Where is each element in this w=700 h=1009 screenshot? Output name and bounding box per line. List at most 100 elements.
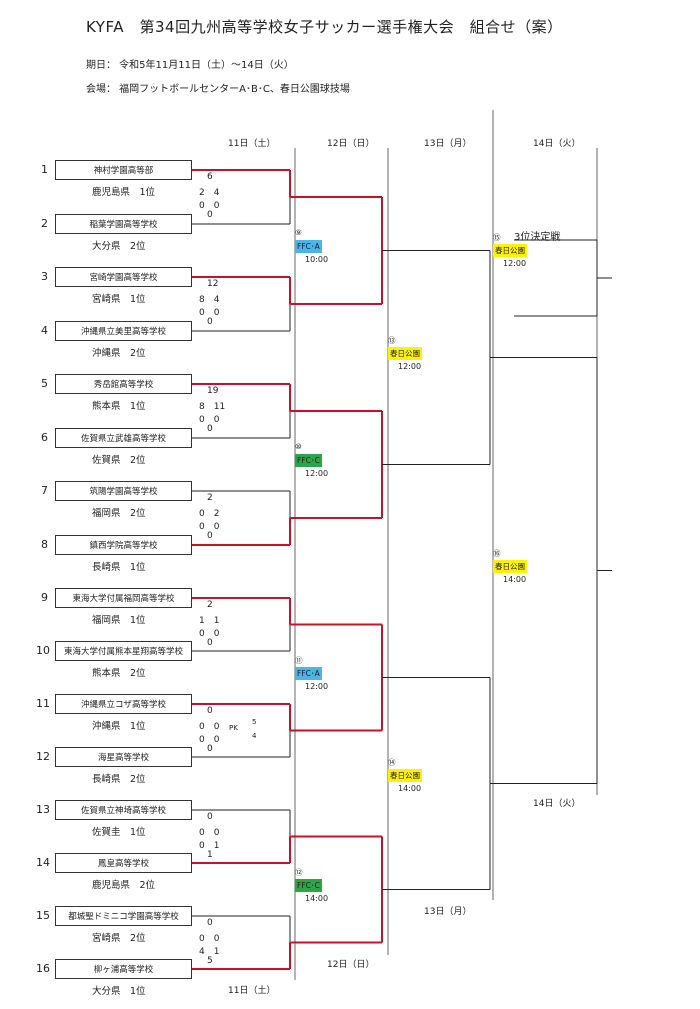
match-number: ⑫ <box>295 868 303 877</box>
match-number: ⑬ <box>388 336 396 345</box>
team-prefecture-rank: 長崎県 2位 <box>92 774 146 785</box>
score-bottom: 1 <box>207 850 213 860</box>
score-top: 2 <box>207 493 213 503</box>
team-number: 3 <box>41 270 48 283</box>
score-bottom: 0 <box>207 424 213 434</box>
day-label-14-bottom: 14日（火） <box>533 799 581 809</box>
team-prefecture-rank: 宮崎県 2位 <box>92 933 146 944</box>
score-h1: 0 0 <box>199 722 220 732</box>
score-top: 19 <box>207 386 219 396</box>
team-number: 12 <box>36 750 50 763</box>
score-top: 0 <box>207 706 213 716</box>
score-h2: 0 0 <box>199 629 220 639</box>
match-time: 12:00 <box>305 469 329 478</box>
match-time: 12:00 <box>305 682 329 691</box>
team-prefecture-rank: 福岡県 1位 <box>92 615 146 626</box>
score-h1: 8 4 <box>199 295 220 305</box>
score-top: 6 <box>207 172 213 182</box>
team-name-box: 秀岳館高等学校 <box>55 374 192 394</box>
match-number: ⑮ <box>493 233 501 242</box>
team-number: 8 <box>41 538 48 551</box>
score-bottom: 5 <box>207 956 213 966</box>
period-text: 期日： 令和5年11月11日（土）～14日（火） <box>86 60 294 71</box>
score-h2: 0 0 <box>199 415 220 425</box>
team-number: 2 <box>41 217 48 230</box>
day-label-11-bottom: 11日（土） <box>228 986 276 996</box>
team-number: 9 <box>41 591 48 604</box>
match-venue-tag: 春日公園 <box>493 560 527 573</box>
match-time: 14:00 <box>503 575 527 584</box>
match-venue-tag: FFC･A <box>295 667 322 680</box>
team-number: 7 <box>41 484 48 497</box>
team-prefecture-rank: 佐賀県 2位 <box>92 455 146 466</box>
match-venue-tag: 春日公園 <box>493 244 527 257</box>
score-bottom: 0 <box>207 531 213 541</box>
team-prefecture-rank: 鹿児島県 2位 <box>92 880 156 891</box>
pk-label: PK <box>229 724 238 732</box>
match-venue-tag: FFC･C <box>295 454 322 467</box>
team-prefecture-rank: 長崎県 1位 <box>92 562 146 573</box>
day-label-12-top: 12日（日） <box>327 139 375 149</box>
team-number: 4 <box>41 324 48 337</box>
team-number: 16 <box>36 962 50 975</box>
document-title: KYFA 第34回九州高等学校女子サッカー選手権大会 組合せ（案） <box>86 18 563 36</box>
team-name-box: 神村学園高等部 <box>55 160 192 180</box>
match-number: ⑪ <box>295 656 303 665</box>
score-top: 0 <box>207 918 213 928</box>
score-h2: 0 0 <box>199 201 220 211</box>
team-name-box: 宮崎学園高等学校 <box>55 267 192 287</box>
team-number: 1 <box>41 163 48 176</box>
team-prefecture-rank: 大分県 2位 <box>92 241 146 252</box>
match-time: 12:00 <box>503 259 527 268</box>
score-top: 12 <box>207 279 219 289</box>
day-label-13-bottom: 13日（月） <box>424 907 472 917</box>
match-venue-tag: FFC･A <box>295 240 322 253</box>
score-h2: 0 0 <box>199 522 220 532</box>
team-name-box: 鎮西学院高等学校 <box>55 535 192 555</box>
match-number: ⑯ <box>493 549 501 558</box>
team-prefecture-rank: 佐賀圭 1位 <box>92 827 146 838</box>
score-h1: 0 0 <box>199 828 220 838</box>
score-bottom: 0 <box>207 638 213 648</box>
team-prefecture-rank: 沖縄県 1位 <box>92 721 146 732</box>
team-name-box: 沖縄県立コザ高等学校 <box>55 694 192 714</box>
match-number: ⑩ <box>295 442 302 451</box>
team-name-box: 筑陽学園高等学校 <box>55 481 192 501</box>
team-prefecture-rank: 熊本県 2位 <box>92 668 146 679</box>
match-time: 12:00 <box>398 362 422 371</box>
team-name-box: 佐賀県立武雄高等学校 <box>55 428 192 448</box>
team-name-box: 稲葉学園高等学校 <box>55 214 192 234</box>
team-name-box: 都城聖ドミニコ学園高等学校 <box>55 906 192 926</box>
team-name-box: 東海大学付属福岡高等学校 <box>55 588 192 608</box>
match-number: ⑭ <box>388 758 396 767</box>
team-number: 11 <box>36 697 50 710</box>
score-bottom: 0 <box>207 317 213 327</box>
team-number: 5 <box>41 377 48 390</box>
team-name-box: 海星高等学校 <box>55 747 192 767</box>
match-venue-tag: FFC･C <box>295 879 322 892</box>
match-time: 14:00 <box>305 894 329 903</box>
day-label-14-top: 14日（火） <box>533 139 581 149</box>
team-number: 13 <box>36 803 50 816</box>
score-h1: 0 0 <box>199 934 220 944</box>
match-venue-tag: 春日公園 <box>388 347 422 360</box>
third-place-label: 3位決定戦 <box>514 232 561 243</box>
score-top: 2 <box>207 600 213 610</box>
team-number: 6 <box>41 431 48 444</box>
team-name-box: 沖縄県立美里高等学校 <box>55 321 192 341</box>
score-h1: 2 4 <box>199 188 220 198</box>
pk-score-top: 5 <box>252 718 257 726</box>
match-time: 14:00 <box>398 784 422 793</box>
venue-text: 会場： 福岡フットボールセンターA･B･C、春日公園球技場 <box>86 84 350 95</box>
team-prefecture-rank: 沖縄県 2位 <box>92 348 146 359</box>
team-prefecture-rank: 大分県 1位 <box>92 986 146 997</box>
match-number: ⑨ <box>295 228 302 237</box>
team-prefecture-rank: 鹿児島県 1位 <box>92 187 156 198</box>
team-number: 10 <box>36 644 50 657</box>
score-bottom: 0 <box>207 744 213 754</box>
team-name-box: 東海大学付属熊本星翔高等学校 <box>55 641 192 661</box>
team-prefecture-rank: 福岡県 2位 <box>92 508 146 519</box>
score-h2: 0 0 <box>199 735 220 745</box>
